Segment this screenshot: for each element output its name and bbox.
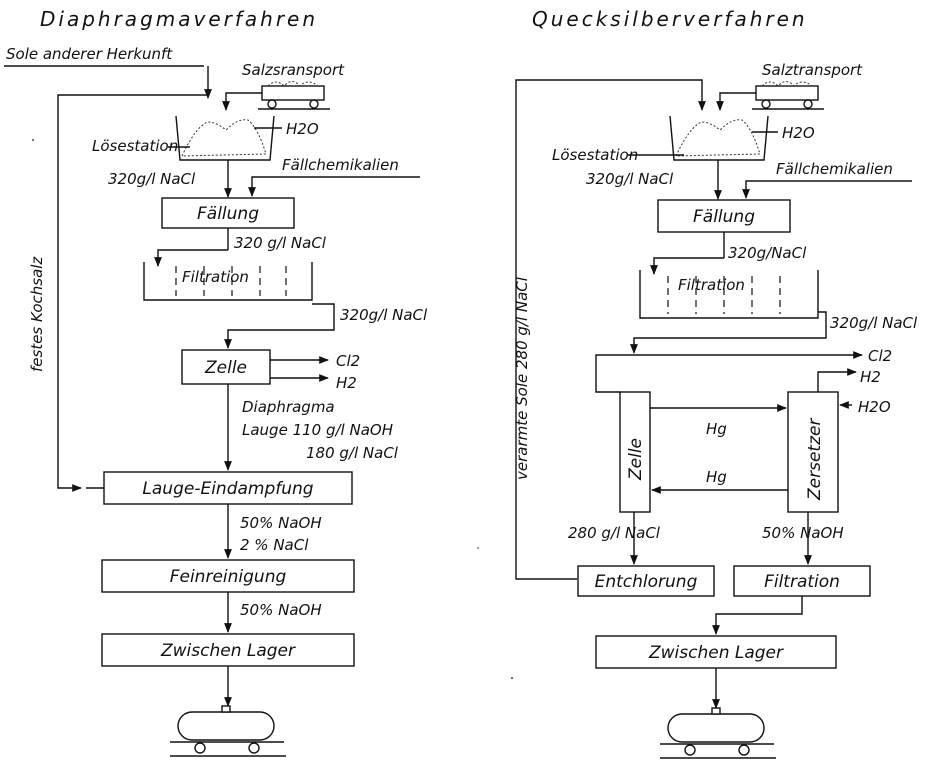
right-salt-arrow — [720, 93, 756, 110]
left-title: Diaphragmaverfahren — [40, 7, 318, 31]
left-cell-label: Zelle — [204, 358, 247, 378]
right-filtration-to-storage-arrow — [716, 596, 802, 634]
left-sole-other-source-label: Sole anderer Herkunft — [6, 45, 173, 63]
left-h2-label: H2 — [336, 374, 357, 392]
right-precipitation-chemicals-label: Fällchemikalien — [776, 160, 893, 178]
left-recycle-label: festes Kochsalz — [28, 256, 46, 372]
left-h2o-label: H2O — [286, 120, 319, 138]
left-filtration-to-cell-arrow — [228, 304, 334, 348]
right-precipitation-label: Fällung — [693, 207, 755, 227]
left-tank-wagon-icon — [170, 706, 286, 756]
left-conc-after-filtration: 320g/l NaCl — [340, 306, 428, 324]
scan-speck — [511, 677, 513, 679]
right-chemicals-arrow — [746, 181, 912, 198]
left-chemicals-arrow — [252, 177, 420, 196]
left-salt-wagon-icon — [258, 82, 330, 110]
left-cell-outflow-1: Diaphragma — [242, 398, 335, 416]
left-filtration-label: Filtration — [182, 268, 249, 286]
right-cl2-label: Cl2 — [868, 347, 892, 365]
right-conc-after-precipitation: 320g/NaCl — [728, 244, 807, 262]
right-cell-label: Zelle — [626, 438, 646, 481]
right-conc-after-filtration: 320g/l NaCl — [830, 314, 918, 332]
left-after-evaporation-2: 2 % NaCl — [240, 536, 309, 554]
left-salt-arrow — [226, 93, 262, 110]
left-after-fine-purification: 50% NaOH — [240, 601, 322, 619]
right-cell-feed-loop — [596, 355, 634, 392]
left-dissolving-station-label: Lösestation — [92, 137, 178, 155]
left-conc-after-precipitation: 320 g/l NaCl — [234, 234, 327, 252]
left-evaporation-label: Lauge-Eindampfung — [142, 479, 313, 499]
right-hg-forward-label: Hg — [706, 420, 727, 438]
left-precipitation-chemicals-label: Fällchemikalien — [282, 156, 399, 174]
right-filtration-label: Filtration — [678, 276, 745, 294]
right-dissolving-station-label: Lösestation — [552, 146, 638, 164]
left-cl2-label: Cl2 — [336, 352, 360, 370]
right-h2o-label: H2O — [782, 124, 815, 142]
right-hg-return-label: Hg — [706, 468, 727, 486]
right-tank-wagon-icon — [660, 708, 776, 758]
left-after-evaporation-1: 50% NaOH — [240, 514, 322, 532]
left-precipitation-label: Fällung — [197, 204, 259, 224]
left-storage-label: Zwischen Lager — [160, 641, 296, 661]
left-fine-purification-label: Feinreinigung — [170, 567, 287, 587]
right-dissolving-station-tank — [670, 116, 768, 160]
right-storage-label: Zwischen Lager — [648, 643, 784, 663]
right-decomposer-label: Zersetzer — [805, 418, 825, 501]
right-conc-after-dissolving: 320g/l NaCl — [586, 170, 674, 188]
right-decomposer-outflow-label: 50% NaOH — [762, 524, 844, 542]
scan-speck — [477, 547, 479, 549]
left-dissolving-station-tank — [176, 116, 274, 160]
left-to-filtration-arrow — [158, 250, 228, 266]
right-cell-outflow-label: 280 g/l NaCl — [568, 524, 661, 542]
left-conc-after-dissolving: 320g/l NaCl — [108, 170, 196, 188]
left-cell-outflow-2: Lauge 110 g/l NaOH — [242, 421, 393, 439]
right-salt-wagon-icon — [752, 82, 824, 110]
right-title: Quecksilberverfahren — [532, 7, 808, 31]
right-recycle-label: verarmte Sole 280 g/l NaCl — [513, 276, 531, 480]
right-dechlorination-label: Entchlorung — [595, 572, 698, 592]
right-to-filtration-arrow — [654, 258, 724, 274]
left-salt-transport-label: Salzsransport — [242, 61, 345, 79]
right-h2-arrow — [818, 372, 856, 392]
left-cell-outflow-3: 180 g/l NaCl — [306, 444, 399, 462]
right-salt-transport-label: Salztransport — [762, 61, 863, 79]
right-final-filtration-label: Filtration — [764, 572, 840, 592]
scan-speck — [32, 139, 34, 141]
right-h2-label: H2 — [860, 368, 881, 386]
right-h2o-decomposer-label: H2O — [858, 398, 891, 416]
